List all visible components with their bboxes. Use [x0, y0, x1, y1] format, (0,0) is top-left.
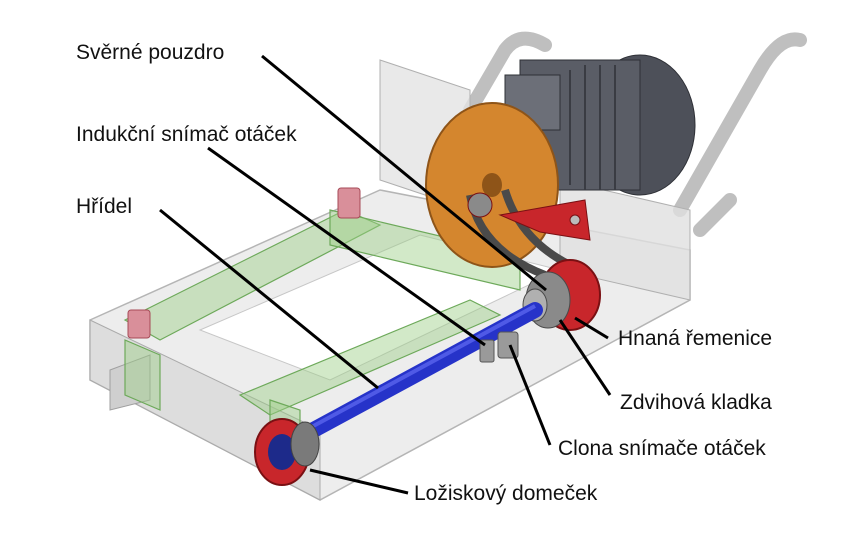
- label-hnana-remenice: Hnaná řemenice: [618, 327, 773, 350]
- tensioner-bracket: [467, 192, 591, 241]
- label-hridel: Hřídel: [76, 195, 133, 218]
- leader-hridel: [159, 208, 379, 390]
- label-zdvihova-kladka: Zdvihová kladka: [620, 391, 772, 414]
- leader-lines: [159, 54, 612, 495]
- leader-clona-snimace: [508, 344, 552, 446]
- handle-bars: [463, 31, 807, 237]
- leader-indukcni-snimac: [207, 146, 486, 347]
- leader-hnana-remenice: [574, 316, 609, 340]
- label-sverne-pouzdro: Svěrné pouzdro: [76, 41, 225, 64]
- base-frame: [89, 59, 691, 501]
- bearing-housing: [254, 418, 320, 486]
- leader-zdvihova-kladka: [558, 319, 612, 396]
- label-indukcni-snimac: Indukční snímač otáček: [76, 123, 297, 146]
- label-loziskovy-domecek: Ložiskový domeček: [414, 482, 598, 505]
- leader-loziskovy-domecek: [309, 468, 409, 495]
- electric-motor: [504, 54, 696, 196]
- leader-sverne-pouzdro: [261, 54, 547, 292]
- shaft: [287, 302, 543, 448]
- rail-brackets: [127, 187, 361, 339]
- label-clona-snimace: Clona snímače otáček: [558, 437, 766, 460]
